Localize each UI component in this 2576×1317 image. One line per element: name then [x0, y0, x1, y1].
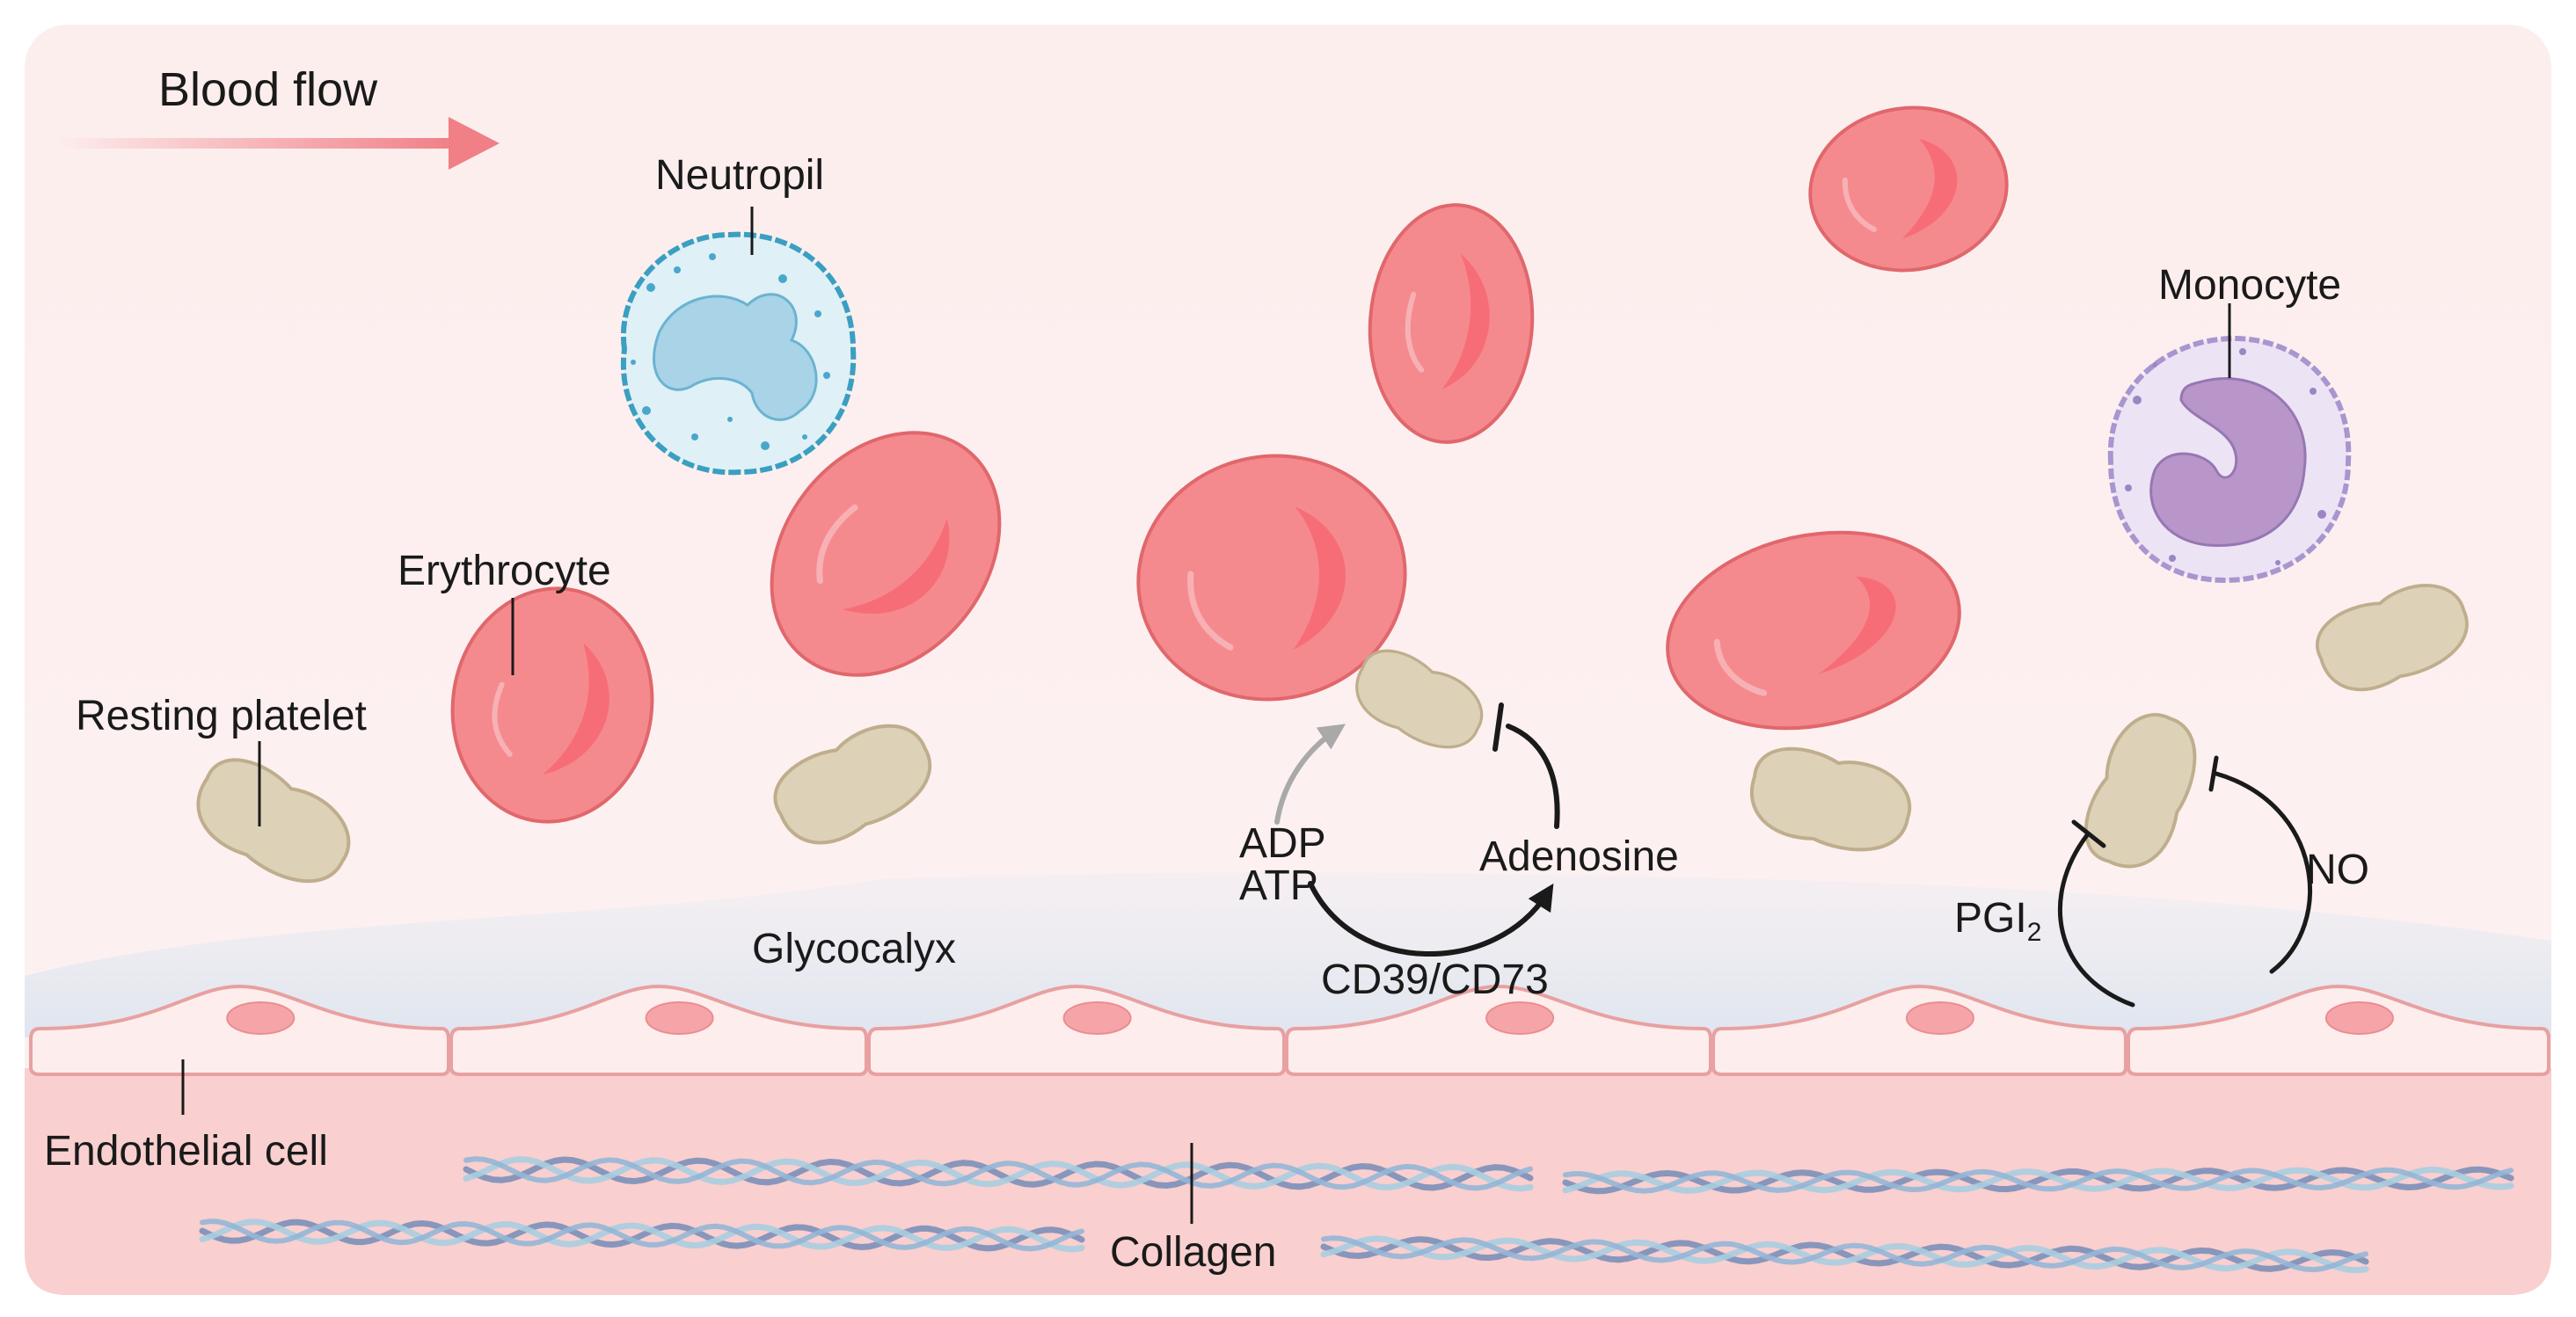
- erythrocyte: [1666, 530, 1961, 731]
- subendothelium: [25, 1068, 2551, 1295]
- endothelial-nucleus: [226, 1001, 296, 1035]
- endothelial-nucleus: [645, 1001, 714, 1035]
- endothelial-cell: [449, 984, 868, 1076]
- adp-to-platelet-arrow: [1274, 724, 1346, 825]
- neutrophil: [620, 231, 857, 476]
- blood-flow-arrow: [53, 117, 500, 170]
- collagen-strand: [1562, 1166, 2514, 1194]
- atp-label: ATP: [1239, 862, 1318, 909]
- endothelial-cell-row: [29, 984, 2550, 1076]
- platelet: [773, 724, 932, 845]
- collagen-fiber: [1320, 1235, 2369, 1274]
- platelet: [1749, 746, 1912, 852]
- platelet: [2315, 584, 2469, 692]
- endothelial-cell: [1285, 984, 1712, 1076]
- collagen-strand: [1320, 1236, 2369, 1272]
- pgi2-no-pathway: [2058, 755, 2312, 1008]
- cd39-cd73-label: CD39/CD73: [1321, 957, 1549, 1003]
- pgi2-label-main: PGI: [1954, 895, 2027, 942]
- blood-flow-label: Blood flow: [158, 63, 378, 116]
- collagen-label: Collagen: [1110, 1229, 1276, 1276]
- erythrocyte-label: Erythrocyte: [398, 548, 611, 594]
- collagen-fiber: [1562, 1166, 2514, 1195]
- collagen-strand: [1562, 1166, 2514, 1195]
- adp-label: ADP: [1239, 820, 1326, 867]
- platelet: [1355, 649, 1484, 749]
- cd39-cd73-pathway: [1274, 702, 1560, 957]
- collagen-strand: [1563, 1167, 2514, 1194]
- erythrocyte: [1808, 106, 2009, 273]
- atp-to-adenosine-arrow: [1308, 881, 1554, 957]
- no-inhibition: [2214, 771, 2312, 974]
- collagen-fibers: [199, 1156, 2514, 1274]
- collagen-strand: [1320, 1235, 2369, 1274]
- adenosine-inhibition: [1506, 724, 1560, 829]
- endothelial-cell: [29, 984, 450, 1076]
- resting-platelet: [196, 758, 351, 884]
- neutrophil-label: Neutropil: [655, 152, 824, 199]
- endothelial-cell: [1711, 984, 2127, 1076]
- leader-lines: [181, 207, 2231, 1224]
- erythrocyte: [1136, 454, 1407, 702]
- collagen-strand: [463, 1156, 1534, 1192]
- pgi2-inhibition: [2058, 833, 2135, 1008]
- collagen-fiber: [463, 1156, 1534, 1192]
- endothelial-cell: [2127, 984, 2550, 1076]
- erythrocyte: [450, 586, 654, 824]
- endothelial-nucleus: [1905, 1001, 1974, 1035]
- pgi2-label: PGI2: [1954, 895, 2041, 947]
- platelet: [2083, 713, 2197, 869]
- monocyte-label: Monocyte: [2158, 262, 2341, 309]
- erythrocyte: [770, 431, 1002, 677]
- endothelial-nucleus: [1485, 1001, 1555, 1035]
- erythrocyte: [1368, 203, 1535, 444]
- endothelial-cell-label: Endothelial cell: [44, 1128, 328, 1175]
- collagen-strand: [199, 1219, 1085, 1252]
- glycocalyx-label: Glycocalyx: [752, 926, 956, 972]
- endothelial-cell: [867, 984, 1286, 1076]
- collagen-fiber: [199, 1219, 1085, 1253]
- resting-platelet-label: Resting platelet: [76, 693, 367, 739]
- monocyte: [2107, 335, 2352, 584]
- labels: Blood flow Neutropil Erythrocyte Resting…: [44, 63, 2369, 1276]
- collagen-strand: [1321, 1235, 2368, 1273]
- pgi2-label-subscript: 2: [2027, 918, 2042, 947]
- adenosine-label: Adenosine: [1479, 833, 1679, 880]
- endothelial-nucleus: [1062, 1001, 1132, 1035]
- no-label: NO: [2306, 847, 2369, 893]
- collagen-strand: [199, 1219, 1085, 1253]
- endothelial-nucleus: [2324, 1001, 2394, 1035]
- collagen-strand: [463, 1156, 1534, 1191]
- collagen-strand: [200, 1219, 1084, 1252]
- collagen-strand: [463, 1156, 1533, 1191]
